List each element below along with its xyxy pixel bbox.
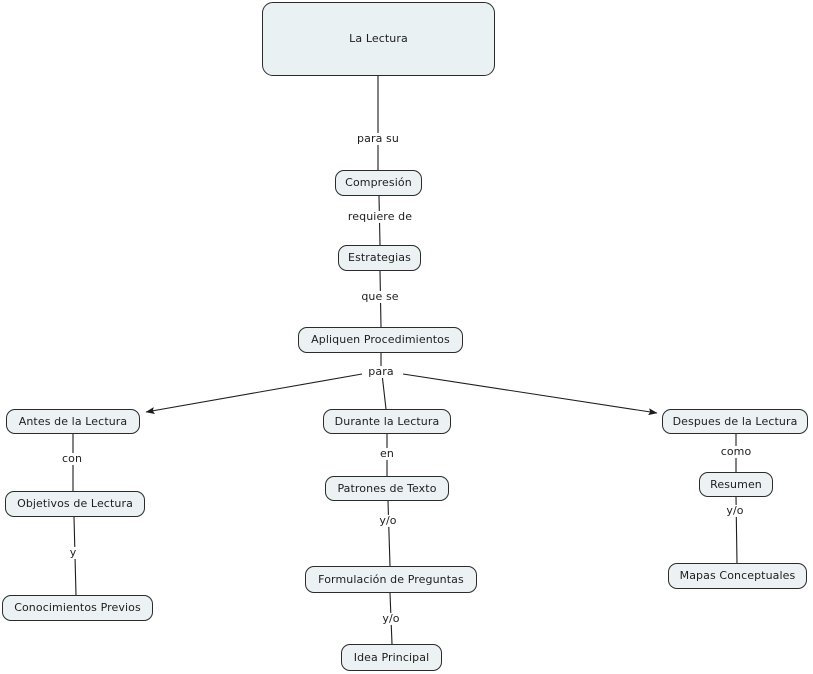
node-la-lectura[interactable]: La Lectura	[262, 2, 495, 76]
node-antes-de-la-lectura[interactable]: Antes de la Lectura	[6, 409, 140, 434]
node-despues-de-la-lectura[interactable]: Despues de la Lectura	[662, 409, 808, 434]
link-label-para-su: para su	[354, 132, 402, 146]
node-label: Estrategias	[348, 251, 411, 265]
node-label: Resumen	[710, 477, 762, 491]
node-label: Idea Principal	[353, 650, 430, 664]
node-compresion[interactable]: Compresión	[335, 170, 422, 196]
node-durante-la-lectura[interactable]: Durante la Lectura	[323, 409, 451, 434]
node-label: La Lectura	[349, 32, 408, 46]
node-label: Apliquen Procedimientos	[311, 333, 450, 347]
node-label: Antes de la Lectura	[18, 414, 128, 428]
link-label-en: en	[377, 447, 397, 461]
edge-patrones-formulacion	[387, 500, 391, 567]
node-conocimientos-previos[interactable]: Conocimientos Previos	[2, 595, 153, 621]
link-label-que-se: que se	[358, 290, 402, 304]
node-formulacion-de-preguntas[interactable]: Formulación de Preguntas	[305, 566, 477, 593]
node-estrategias[interactable]: Estrategias	[338, 245, 421, 271]
node-objetivos-de-lectura[interactable]: Objetivos de Lectura	[5, 491, 145, 517]
node-apliquen-procedimientos[interactable]: Apliquen Procedimientos	[298, 327, 463, 353]
node-patrones-de-texto[interactable]: Patrones de Texto	[325, 476, 449, 501]
node-label: Conocimientos Previos	[14, 601, 141, 615]
node-label: Objetivos de Lectura	[17, 497, 133, 511]
link-label-y-o-centro: y/o	[376, 514, 400, 528]
edge-apliquen-durante	[381, 373, 387, 410]
edge-apliquen-despues	[402, 373, 658, 416]
node-label: Formulación de Preguntas	[318, 572, 464, 586]
node-label: Compresión	[345, 176, 412, 190]
link-label-y-izquierda: y	[66, 546, 80, 560]
node-idea-principal[interactable]: Idea Principal	[341, 644, 442, 671]
link-label-y-o-derecha: y/o	[723, 504, 747, 518]
link-label-con: con	[58, 452, 86, 466]
node-label: Mapas Conceptuales	[679, 569, 796, 583]
link-label-para: para	[365, 365, 397, 379]
link-label-requiere-de: requiere de	[344, 210, 416, 224]
node-mapas-conceptuales[interactable]: Mapas Conceptuales	[668, 563, 807, 589]
node-label: Durante la Lectura	[334, 414, 440, 428]
edge-apliquen-antes	[145, 373, 363, 414]
link-label-y-o-abajo: y/o	[379, 612, 403, 626]
node-label: Patrones de Texto	[337, 481, 437, 495]
link-label-como: como	[717, 445, 755, 459]
node-resumen[interactable]: Resumen	[699, 472, 773, 497]
node-label: Despues de la Lectura	[672, 414, 798, 428]
